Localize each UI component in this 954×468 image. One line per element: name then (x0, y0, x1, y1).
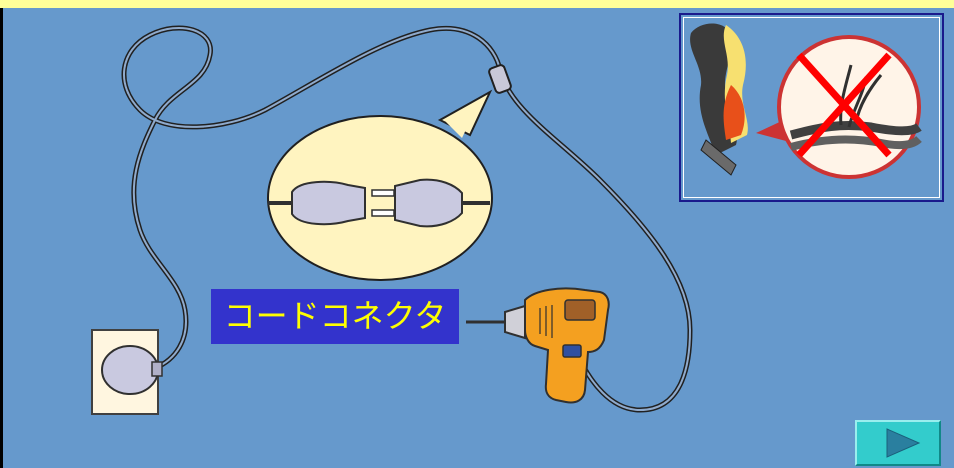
play-triangle-icon (886, 428, 921, 458)
red-x-icon (796, 52, 892, 158)
damaged-cord-inset (679, 13, 944, 202)
bubble-tail-fill (446, 104, 478, 138)
plug (101, 345, 159, 395)
top-strip (0, 0, 954, 8)
cord-highlight (123, 26, 692, 412)
inline-connector (488, 64, 512, 94)
burning-cord-icon (690, 23, 748, 176)
female-connector (291, 180, 366, 226)
speech-bubble (267, 115, 493, 281)
next-slide-button[interactable] (855, 420, 941, 466)
male-connector (394, 178, 463, 228)
inset-illustration (690, 23, 922, 179)
drill-chuck (504, 304, 526, 340)
cord-connector-label: コードコネクタ (211, 289, 459, 344)
